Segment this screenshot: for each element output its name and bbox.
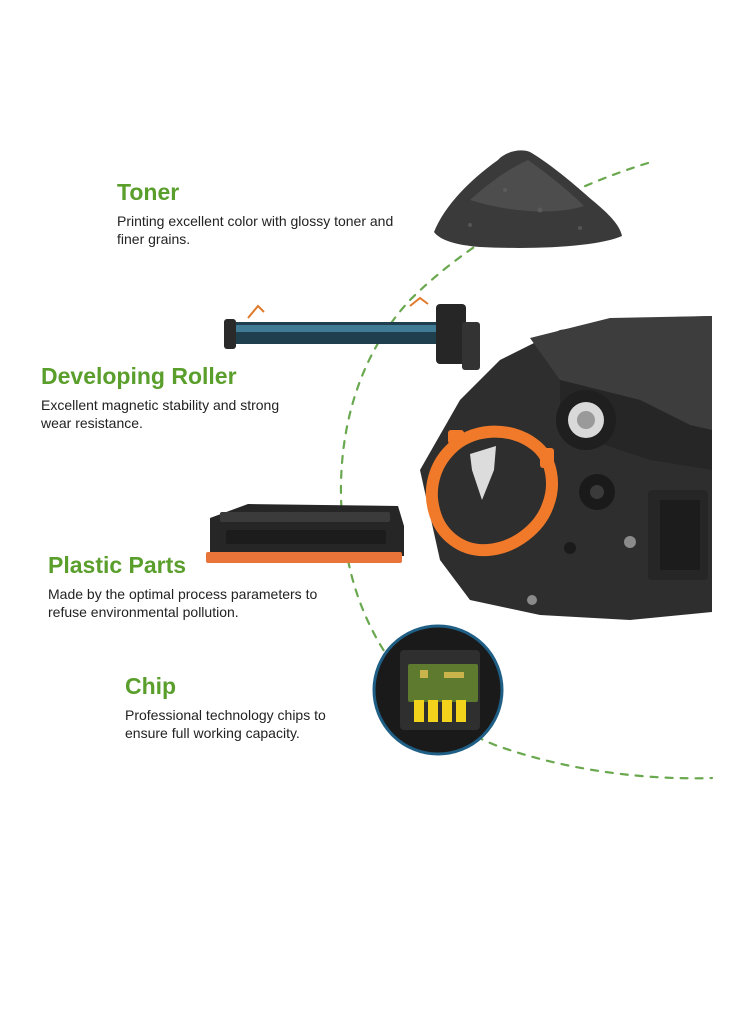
feature-description-line: Made by the optimal process parameters t… — [48, 586, 318, 602]
feature-description-line: Professional technology chips to — [125, 707, 326, 723]
feature-chip: Chip Professional technology chips to en… — [125, 673, 326, 742]
feature-title: Developing Roller — [41, 363, 237, 389]
feature-description: Made by the optimal process parameters t… — [48, 585, 317, 621]
cartridge-shell-image — [206, 504, 404, 563]
feature-description: Printing excellent color with glossy ton… — [117, 212, 393, 248]
feature-description-line: refuse environmental pollution. — [48, 604, 239, 620]
feature-description-line: finer grains. — [117, 231, 191, 247]
feature-developing-roller: Developing Roller Excellent magnetic sta… — [41, 363, 279, 432]
developing-roller-image — [224, 296, 480, 370]
feature-description-line: Excellent magnetic stability and strong — [41, 397, 280, 413]
feature-title: Plastic Parts — [48, 552, 187, 578]
feature-description-line: Printing excellent color with glossy ton… — [117, 213, 394, 229]
feature-title: Toner — [117, 179, 180, 205]
feature-description: Professional technology chips to ensure … — [125, 706, 326, 742]
feature-title: Chip — [125, 673, 177, 699]
feature-description: Excellent magnetic stability and strong … — [41, 396, 279, 432]
toner-cartridge-closeup-image — [420, 316, 712, 620]
feature-toner: Toner Printing excellent color with glos… — [117, 179, 393, 248]
feature-description-line: wear resistance. — [41, 415, 143, 431]
chip-closeup-image — [372, 624, 504, 756]
feature-description-line: ensure full working capacity. — [125, 725, 300, 741]
feature-plastic-parts: Plastic Parts Made by the optimal proces… — [48, 552, 317, 621]
toner-powder-image — [434, 150, 622, 248]
